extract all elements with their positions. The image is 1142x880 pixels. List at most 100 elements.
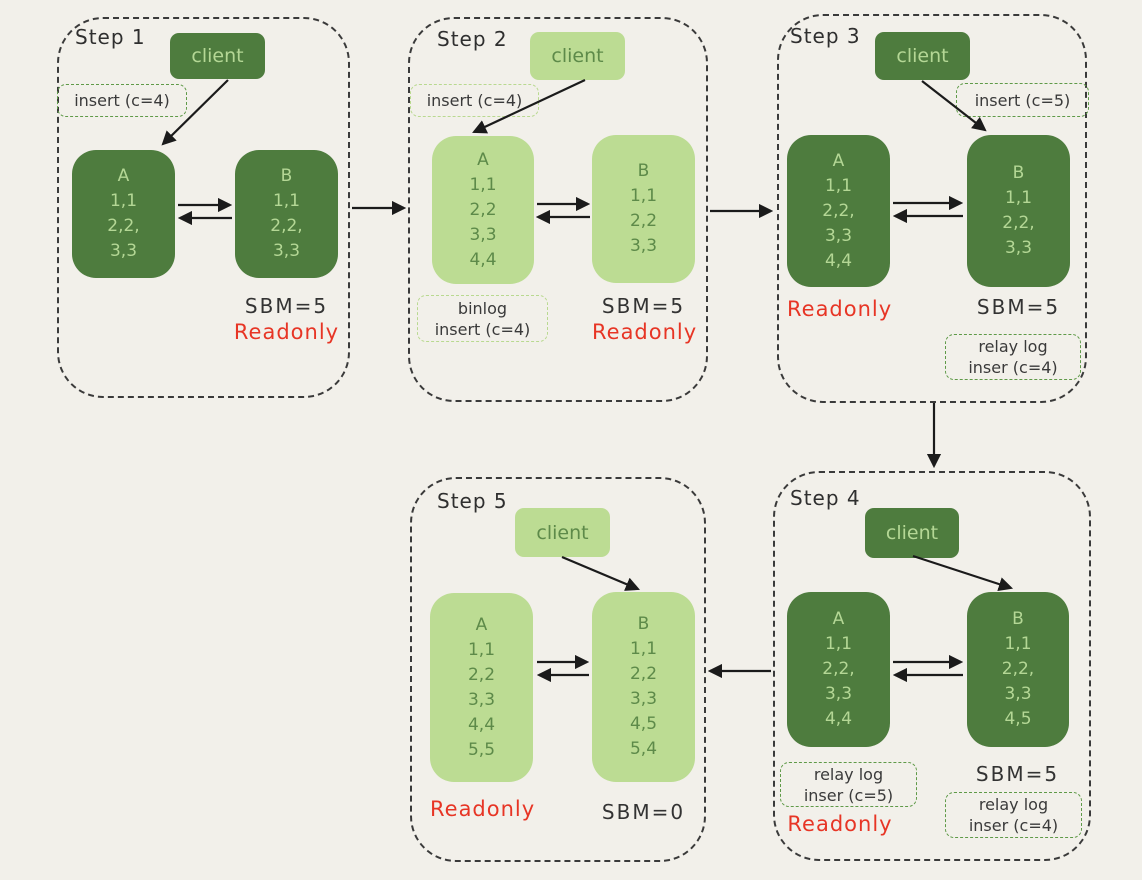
- node-row: 4,4: [824, 250, 853, 271]
- node-row: 5,4: [629, 739, 658, 759]
- node-row: 3,3: [1004, 684, 1032, 704]
- step-2-client-box: client: [530, 32, 625, 80]
- step-3-client-box: client: [875, 32, 970, 80]
- node-row: 2,2,: [107, 216, 140, 236]
- step-4-relay-a-label: relay log inser (c=5): [780, 762, 917, 807]
- relay-label-line1: relay log: [978, 337, 1048, 356]
- step-2-sbm: SBM=5: [601, 294, 686, 318]
- node-row: 3,3: [629, 236, 658, 256]
- node-row: 1,1: [629, 186, 658, 206]
- step-3-readonly: Readonly: [787, 297, 893, 321]
- insert-label-text: insert (c=4): [426, 91, 523, 110]
- step-5-client-box: client: [515, 508, 610, 557]
- step-3-node-b: B 1,1 2,2, 3,3: [967, 135, 1070, 287]
- step-4-readonly: Readonly: [787, 812, 893, 836]
- node-row: 2,2,: [1002, 213, 1035, 233]
- step-1-container: [57, 17, 350, 398]
- relay-label-line2: inser (c=4): [968, 816, 1059, 835]
- node-row: 2,2: [629, 211, 658, 231]
- node-row: 5,5: [467, 739, 496, 760]
- relay-label-line2: inser (c=5): [803, 785, 894, 805]
- step-5-label: Step 5: [437, 489, 508, 513]
- node-title: A: [117, 166, 130, 186]
- step-2-label: Step 2: [437, 27, 508, 51]
- node-row: 4,4: [824, 709, 853, 729]
- step-4-relay-b-label: relay log inser (c=4): [945, 792, 1082, 838]
- node-row: 2,2,: [270, 216, 303, 236]
- step-1-readonly: Readonly: [233, 320, 340, 344]
- step-5-container: [410, 477, 706, 862]
- step-1-node-b: B 1,1 2,2, 3,3: [235, 150, 338, 278]
- node-row: 1,1: [824, 634, 853, 654]
- step-5-sbm: SBM=0: [601, 800, 686, 824]
- step-1-sbm: SBM=5: [244, 294, 329, 318]
- node-row: 2,2,: [822, 200, 855, 221]
- step-4-node-a: A 1,1 2,2, 3,3 4,4: [787, 592, 890, 747]
- node-title: B: [280, 166, 293, 186]
- node-row: 2,2: [467, 664, 496, 685]
- step-3-sbm: SBM=5: [976, 295, 1061, 319]
- node-row: 1,1: [629, 639, 658, 659]
- step-5-readonly: Readonly: [430, 797, 536, 821]
- node-row: 1,1: [467, 639, 496, 660]
- step-4-client-box: client: [865, 508, 959, 558]
- node-row: 1,1: [1004, 188, 1033, 208]
- insert-label-text: insert (c=5): [974, 90, 1071, 110]
- node-row: 2,2: [629, 664, 658, 684]
- step-2-insert-label: insert (c=4): [410, 84, 539, 117]
- node-title: B: [1012, 609, 1024, 629]
- step-2-readonly: Readonly: [592, 320, 698, 344]
- node-row: 4,4: [469, 249, 497, 270]
- node-row: 2,2,: [822, 659, 855, 679]
- step-2-node-b: B 1,1 2,2 3,3: [592, 135, 695, 283]
- node-title: B: [637, 161, 650, 181]
- node-title: A: [477, 149, 489, 170]
- binlog-label-line2: insert (c=4): [434, 319, 531, 339]
- relay-label-line2: inser (c=4): [968, 358, 1058, 377]
- step-2-node-a: A 1,1 2,2 3,3 4,4: [432, 136, 534, 284]
- node-title: A: [475, 614, 488, 635]
- node-row: 1,1: [469, 174, 497, 195]
- node-title: B: [637, 614, 650, 634]
- node-title: B: [1012, 163, 1025, 183]
- step-1-client-box: client: [170, 33, 265, 79]
- step-5-node-a: A 1,1 2,2 3,3 4,4 5,5: [430, 593, 533, 782]
- node-row: 1,1: [109, 191, 138, 211]
- binlog-label-line1: binlog: [457, 298, 508, 318]
- node-row: 1,1: [824, 175, 853, 196]
- node-title: A: [832, 150, 845, 171]
- insert-label-text: insert (c=4): [74, 91, 170, 110]
- step-3-container: [777, 14, 1087, 403]
- relay-label-line1: relay log: [813, 764, 884, 784]
- step-4-label: Step 4: [790, 486, 861, 510]
- node-row: 4,4: [467, 714, 496, 735]
- node-row: 1,1: [272, 191, 301, 211]
- step-1-node-a: A 1,1 2,2, 3,3: [72, 150, 175, 278]
- step-4-node-b: B 1,1 2,2, 3,3 4,5: [967, 592, 1069, 747]
- step-4-sbm: SBM=5: [975, 762, 1060, 786]
- node-row: 3,3: [824, 225, 853, 246]
- step-5-node-b: B 1,1 2,2 3,3 4,5 5,4: [592, 592, 695, 782]
- node-row: 3,3: [467, 689, 496, 710]
- node-row: 4,5: [629, 714, 658, 734]
- node-row: 2,2,: [1001, 659, 1035, 679]
- node-row: 3,3: [469, 224, 497, 245]
- step-1-insert-label: insert (c=4): [57, 84, 187, 117]
- node-row: 3,3: [1004, 238, 1033, 258]
- step-3-insert-label: insert (c=5): [956, 83, 1089, 117]
- step-3-relay-label: relay log inser (c=4): [945, 334, 1081, 380]
- node-row: 3,3: [109, 241, 138, 261]
- step-4-container: [773, 471, 1091, 861]
- step-2-binlog-label: binlog insert (c=4): [417, 295, 548, 342]
- node-row: 2,2: [469, 199, 497, 220]
- step-3-node-a: A 1,1 2,2, 3,3 4,4: [787, 135, 890, 287]
- node-row: 3,3: [272, 241, 301, 261]
- step-2-container: [408, 17, 708, 402]
- step-1-label: Step 1: [75, 25, 146, 49]
- relay-label-line1: relay log: [978, 795, 1049, 814]
- node-row: 3,3: [824, 684, 853, 704]
- node-row: 4,5: [1004, 709, 1032, 729]
- step-3-label: Step 3: [790, 24, 861, 48]
- node-title: A: [832, 609, 845, 629]
